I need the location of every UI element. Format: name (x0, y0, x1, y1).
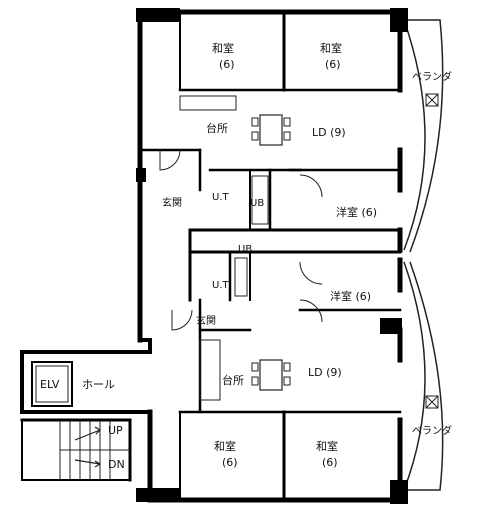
ventilation-x-icon (425, 395, 439, 409)
elevator (31, 361, 73, 407)
room-label-washitsu-tl: 和室 (212, 41, 234, 55)
balcony-label-top: ベランダ (412, 70, 452, 83)
room-label-hall: ホール (82, 378, 115, 391)
room-label-washitsu-tr-size: (6) (325, 58, 341, 71)
room-label-washitsu-br: 和室 (316, 439, 338, 453)
room-label-washitsu-bl-size: (6) (222, 456, 238, 469)
room-label-washitsu-tl-size: (6) (219, 58, 235, 71)
interior-walls (140, 12, 402, 502)
table-chairs-icon (251, 359, 291, 391)
room-label-ld-top: LD (9) (312, 126, 346, 139)
door-swing-icon (159, 149, 323, 331)
stairs-arrow-icon (74, 426, 102, 468)
room-label-youshitsu-bottom: 洋室 (6) (330, 289, 371, 303)
balcony-label-bottom: ベランダ (412, 424, 452, 437)
room-label-washitsu-bl: 和室 (214, 439, 236, 453)
room-label-washitsu-tr: 和室 (320, 41, 342, 55)
room-label-ut-top: U.T (212, 192, 229, 203)
room-label-kitchen-bottom: 台所 (222, 373, 244, 387)
room-label-genkan-top: 玄関 (162, 196, 182, 209)
room-label-elv: ELV (40, 378, 60, 391)
room-label-kitchen-top: 台所 (206, 121, 228, 135)
room-label-genkan-bottom: 玄関 (196, 314, 216, 327)
room-label-ld-bottom: LD (9) (308, 366, 342, 379)
balconies (400, 19, 444, 491)
bathtub (234, 175, 269, 297)
stairs-label-dn: DN (108, 458, 125, 471)
room-label-youshitsu-top: 洋室 (6) (336, 205, 377, 219)
outer-walls (20, 9, 403, 503)
room-label-washitsu-br-size: (6) (322, 456, 338, 469)
stairs (59, 420, 130, 480)
stairs-label-up: UP (108, 424, 123, 437)
room-label-ub-mid: UB (238, 244, 252, 255)
kitchen-counter (179, 95, 237, 401)
room-label-ub-top: UB (250, 198, 264, 209)
ventilation-x-icon (425, 93, 439, 107)
room-labels: 和室 (6) 和室 (6) ベランダ 台所 LD (9) 玄関 U.T UB 洋… (40, 41, 452, 471)
columns (136, 8, 408, 504)
room-label-ut-bottom: U.T (212, 280, 229, 291)
table-chairs-icon (251, 114, 291, 146)
